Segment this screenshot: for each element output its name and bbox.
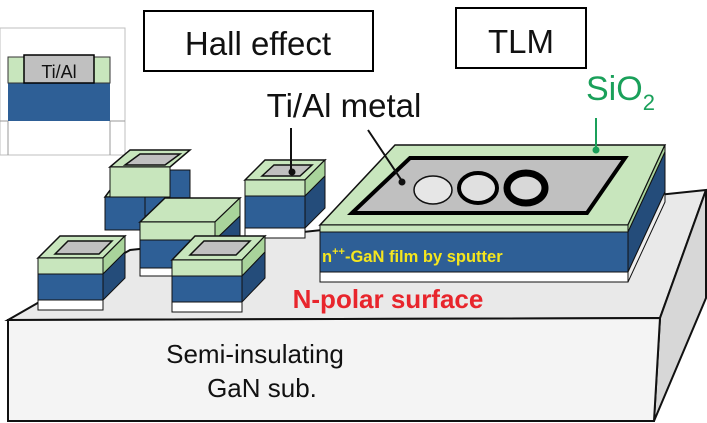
tlm-base-front xyxy=(319,271,629,283)
tlm-label-box: TLM xyxy=(455,7,587,69)
tlm-label: TLM xyxy=(488,23,554,60)
substrate-label-line1: Semi-insulating xyxy=(166,339,344,369)
hall-pad-front-right xyxy=(170,234,267,313)
tlm-ring-small xyxy=(413,175,453,205)
film-label: n++-GaN film by sputter xyxy=(322,246,503,266)
tlm-sio2-front xyxy=(319,224,629,233)
substrate-label-line2: GaN sub. xyxy=(207,373,317,403)
inset-cross-section: Ti/Al xyxy=(0,27,126,156)
tlm-ring-medium xyxy=(457,171,499,205)
tlm-base-side xyxy=(627,191,666,283)
n-polar-surface-label: N-polar surface xyxy=(293,284,484,314)
hall-effect-label: Hall effect xyxy=(185,25,331,62)
hall-effect-label-box: Hall effect xyxy=(143,10,374,72)
sio2-pointer-dot xyxy=(592,146,600,154)
metal-pointer-hall-dot xyxy=(288,168,296,176)
substrate-front-face xyxy=(7,316,662,422)
inset-gan-layer xyxy=(8,83,110,121)
tlm-structure: n++-GaN film by sputter xyxy=(318,144,667,283)
hall-effect-structure xyxy=(36,149,327,313)
ti-al-metal-label: Ti/Al metal xyxy=(267,87,422,124)
tlm-ring-large xyxy=(503,169,549,207)
inset-metal-contact xyxy=(23,54,95,84)
metal-pointer-tlm xyxy=(367,129,403,182)
hall-pad-front-left xyxy=(36,234,127,311)
metal-pointer-tlm-dot xyxy=(398,178,406,186)
sio2-label: SiO2 xyxy=(586,70,655,115)
hall-pad-back-right xyxy=(243,158,327,239)
inset-ti-al-label: Ti/Al xyxy=(41,62,76,82)
